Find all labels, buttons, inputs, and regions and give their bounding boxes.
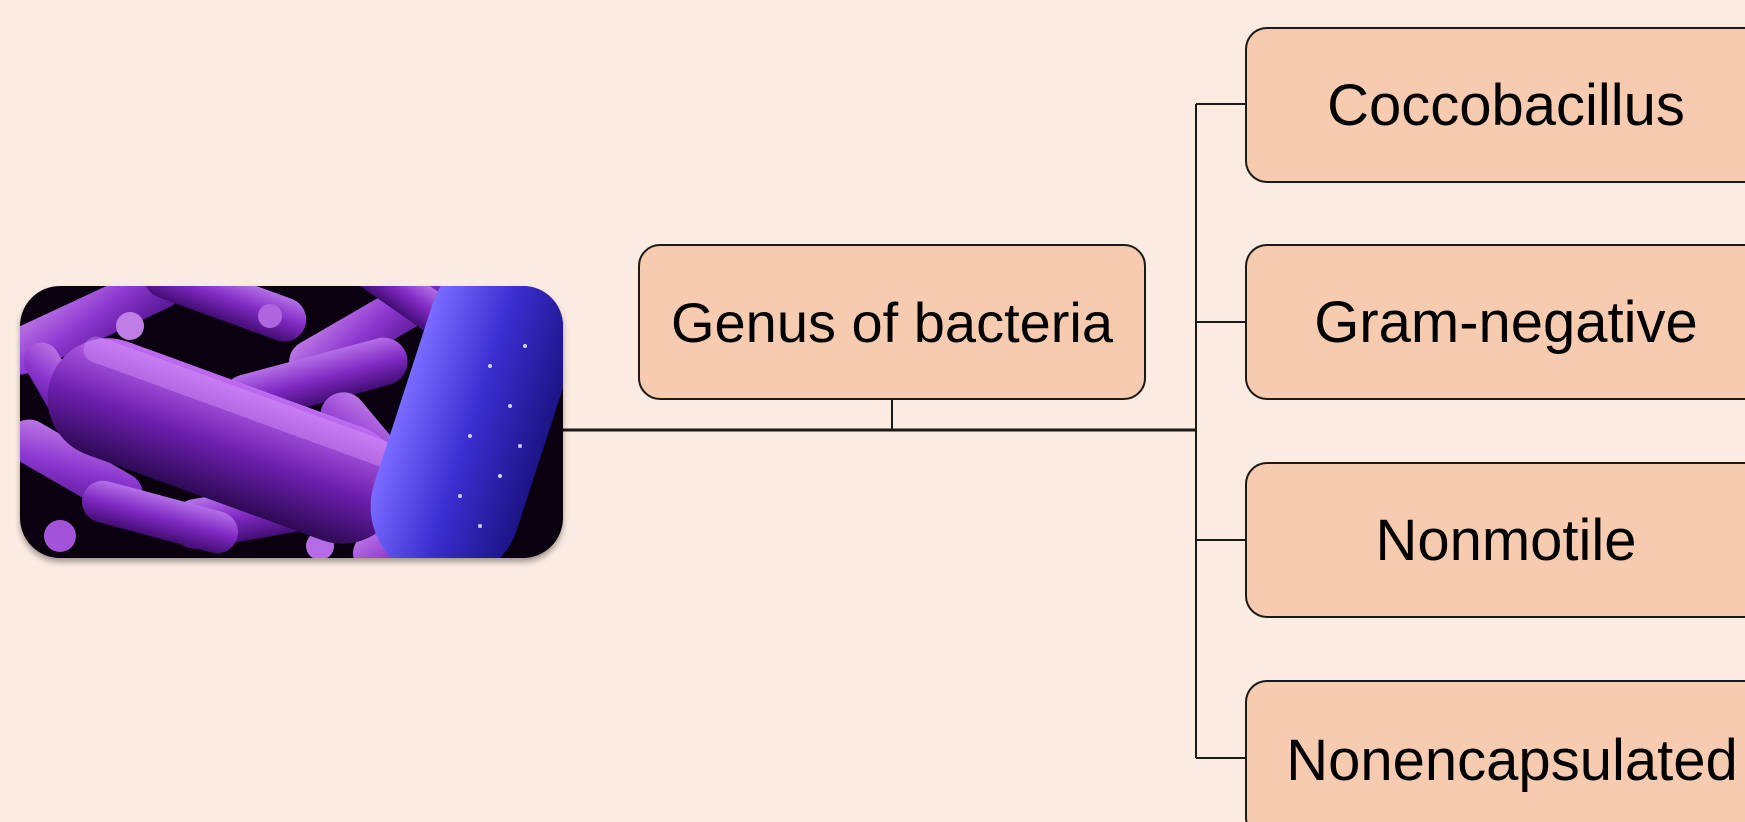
node-coccobacillus: Coccobacillus (1245, 27, 1745, 183)
node-nonmotile: Nonmotile (1245, 462, 1745, 618)
node-gram-negative: Gram-negative (1245, 244, 1745, 400)
node-nonencapsulated-label: Nonencapsulated (1286, 727, 1737, 794)
node-nonmotile-label: Nonmotile (1375, 507, 1636, 574)
node-coccobacillus-label: Coccobacillus (1327, 72, 1685, 139)
root-node-label: Genus of bacteria (671, 290, 1113, 355)
node-gram-negative-label: Gram-negative (1314, 289, 1698, 356)
node-nonencapsulated: Nonencapsulated (1245, 680, 1745, 822)
root-node: Genus of bacteria (638, 244, 1146, 400)
bacteria-image (20, 286, 563, 558)
